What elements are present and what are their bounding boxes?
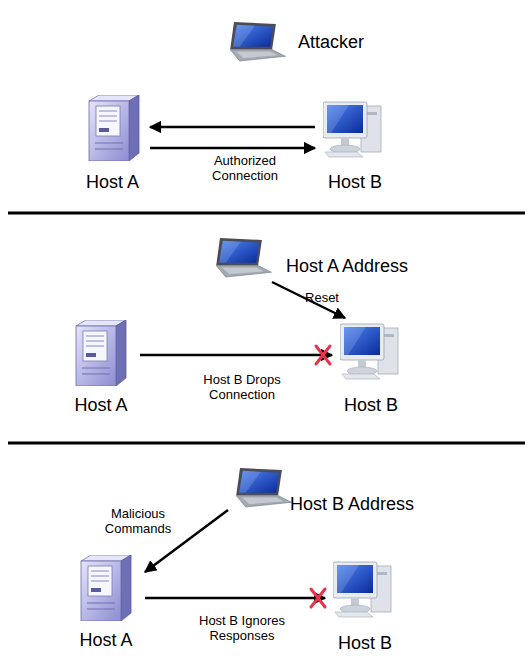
divider-line <box>8 212 525 215</box>
connector-label: Reset <box>292 290 352 305</box>
device-node: Host A <box>75 92 150 192</box>
cross-mark <box>311 589 325 607</box>
arrow-connector <box>150 147 315 150</box>
device-node: Host B <box>332 318 410 415</box>
laptop-icon <box>230 22 285 61</box>
device-label: Host B Address <box>290 494 414 514</box>
cross-mark <box>316 346 330 364</box>
server-icon <box>81 555 131 621</box>
server-icon <box>76 320 126 386</box>
workstation-icon <box>333 562 391 617</box>
divider-line <box>8 442 525 445</box>
device-node: Host A <box>67 550 145 650</box>
arrow-connector <box>150 126 315 129</box>
server-icon <box>89 95 139 161</box>
device-label: Host A Address <box>286 256 408 276</box>
laptop-icon <box>236 468 291 507</box>
laptop-icon <box>216 238 271 277</box>
device-node: Host B <box>315 95 395 192</box>
device-node: Host A Address <box>208 236 418 282</box>
device-label: Host A <box>86 172 139 192</box>
connector-label: Host B Drops Connection <box>182 372 302 402</box>
device-node: Host B Address <box>228 466 438 514</box>
workstation-icon <box>340 324 398 379</box>
device-node: Attacker <box>222 20 402 64</box>
connector-label: Malicious Commands <box>98 506 178 536</box>
device-label: Host A <box>74 395 127 415</box>
connector-label: Host B Ignores Responses <box>177 613 307 643</box>
device-label: Host B <box>338 633 392 653</box>
device-label: Attacker <box>298 32 364 52</box>
device-label: Host B <box>328 172 382 192</box>
arrow-connector <box>145 597 325 600</box>
arrow-connector <box>140 354 332 357</box>
device-label: Host A <box>79 630 132 650</box>
device-node: Host B <box>325 556 405 653</box>
connector-label: Authorized Connection <box>200 153 290 183</box>
device-label: Host B <box>344 395 398 415</box>
workstation-icon <box>323 102 381 157</box>
device-node: Host A <box>62 315 140 415</box>
